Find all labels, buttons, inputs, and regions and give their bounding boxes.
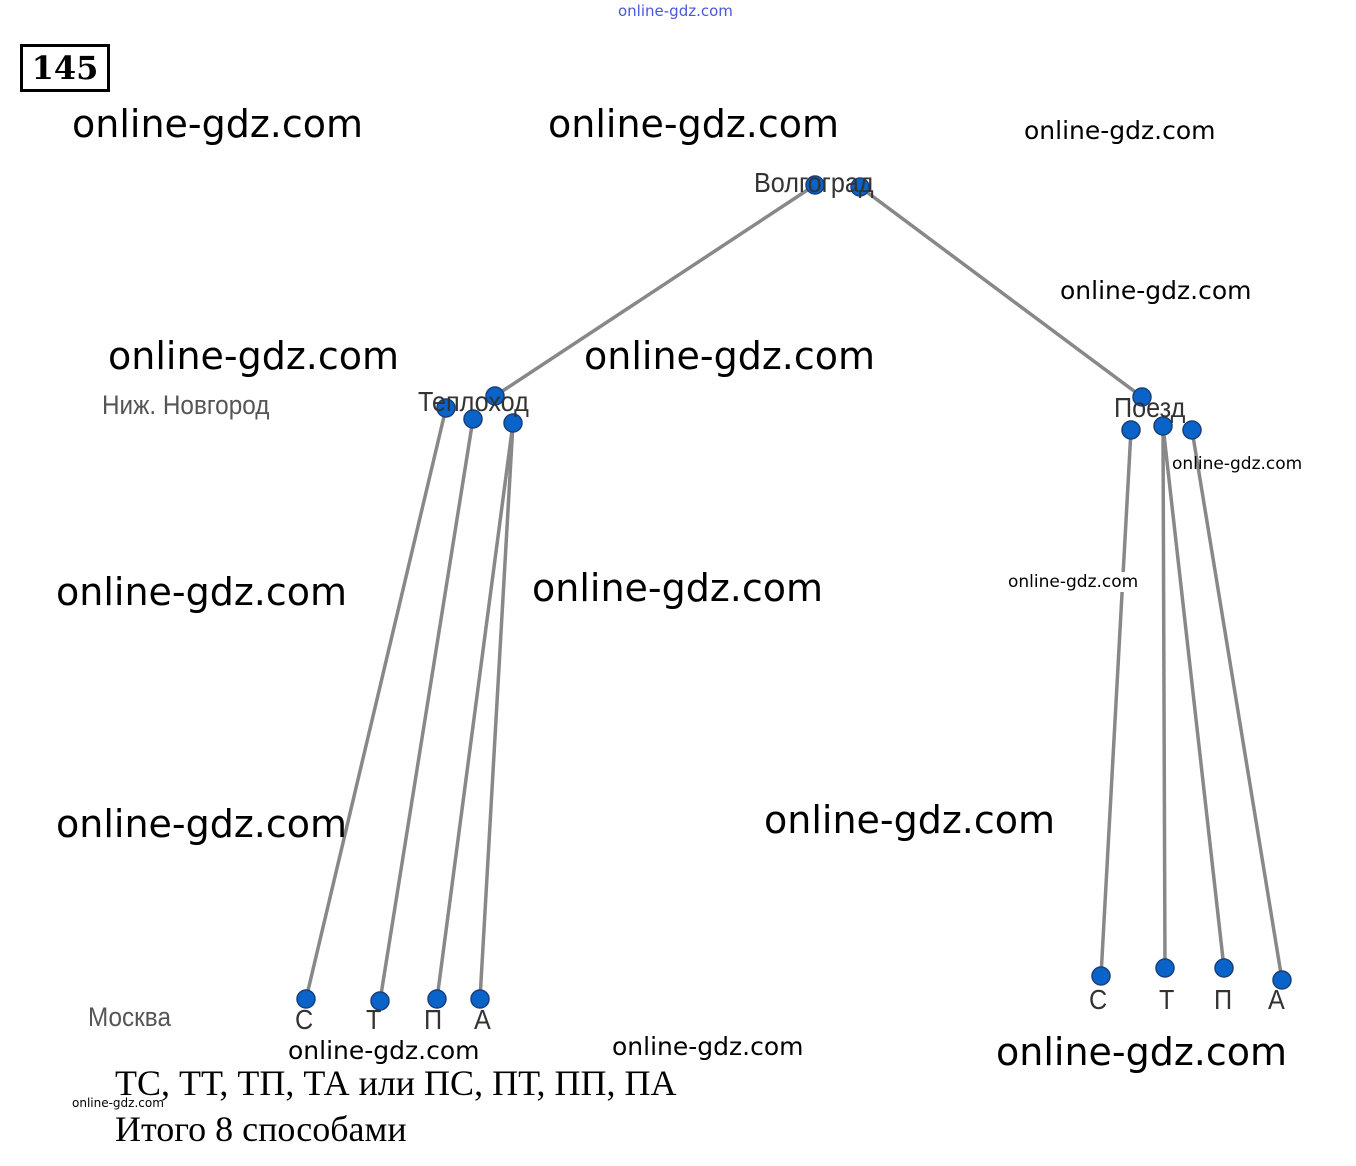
watermark: online-gdz.com — [532, 566, 824, 610]
node-poezd-out2 — [1153, 416, 1173, 436]
watermark: online-gdz.com — [548, 102, 840, 146]
node-leaf-poezd-t — [1155, 958, 1175, 978]
leaf-poezd-t: Т — [1159, 984, 1175, 1015]
node-leaf-poezd-a — [1272, 970, 1292, 990]
tree-nodes — [296, 175, 1292, 1011]
leaf-teplohod-a: А — [474, 1004, 491, 1035]
leaf-teplohod-t: Т — [366, 1004, 382, 1035]
label-teplohod: Теплоход — [418, 386, 529, 417]
leaf-teplohod-p: П — [424, 1004, 443, 1035]
node-leaf-teplohod-t — [370, 991, 390, 1011]
node-teplohod-out3 — [503, 413, 523, 433]
edge-teplohod-a — [478, 422, 515, 1000]
answer-combinations: ТС, ТТ, ТП, ТА или ПС, ПТ, ПП, ПА — [115, 1063, 677, 1103]
watermark: online-gdz.com — [1172, 454, 1303, 474]
leaf-poezd-s: С — [1089, 984, 1108, 1015]
node-root-left — [805, 175, 825, 195]
node-leaf-teplohod-s — [296, 989, 316, 1009]
node-leaf-teplohod-a — [470, 989, 490, 1009]
edge-teplohod-p — [435, 422, 515, 1000]
edge-root-teplohod — [494, 183, 816, 398]
edge-teplohod-t — [378, 418, 475, 1002]
node-leaf-teplohod-p — [427, 989, 447, 1009]
node-poezd-out1 — [1121, 420, 1141, 440]
watermark: online-gdz.com — [584, 334, 876, 378]
node-teplohod-out1 — [436, 398, 456, 418]
header-watermark: online-gdz.com — [618, 2, 733, 20]
node-teplohod-out2 — [463, 409, 483, 429]
watermark: online-gdz.com — [288, 1036, 480, 1065]
watermark: online-gdz.com — [56, 570, 348, 614]
node-poezd — [1132, 387, 1152, 407]
label-end-city: Москва — [88, 1002, 171, 1032]
leaf-poezd-p: П — [1214, 984, 1233, 1015]
label-poezd: Поезд — [1114, 392, 1186, 423]
watermark: online-gdz.com — [72, 102, 364, 146]
edge-poezd-s — [1099, 429, 1133, 977]
label-start-city: Ниж. Новгород — [102, 390, 270, 420]
label-root: Волгоград — [754, 167, 874, 198]
watermark: online-gdz.com — [56, 802, 348, 846]
edge-poezd-a — [1190, 429, 1284, 981]
edge-poezd-p — [1161, 425, 1226, 969]
leaf-teplohod-s: С — [295, 1004, 314, 1035]
edge-poezd-t — [1161, 425, 1167, 969]
watermark: online-gdz.com — [1024, 116, 1216, 145]
problem-number: 145 — [20, 44, 110, 92]
edge-root-poezd — [858, 185, 1144, 399]
watermark: online-gdz.com — [764, 798, 1056, 842]
node-root-right — [850, 177, 870, 197]
watermark: online-gdz.com — [1060, 276, 1252, 305]
watermark: online-gdz.com — [996, 1030, 1288, 1074]
node-leaf-poezd-s — [1091, 966, 1111, 986]
node-teplohod — [485, 386, 505, 406]
leaf-poezd-a: А — [1268, 984, 1285, 1015]
node-poezd-out3 — [1182, 420, 1202, 440]
node-leaf-poezd-p — [1214, 958, 1234, 978]
watermark: online-gdz.com — [108, 334, 400, 378]
tree-edges — [304, 183, 1284, 1002]
watermark: online-gdz.com — [72, 1096, 164, 1110]
edge-teplohod-s — [304, 407, 448, 1000]
answer-total: Итого 8 способами — [115, 1109, 407, 1149]
watermark: online-gdz.com — [1008, 572, 1139, 592]
watermark: online-gdz.com — [612, 1032, 804, 1061]
